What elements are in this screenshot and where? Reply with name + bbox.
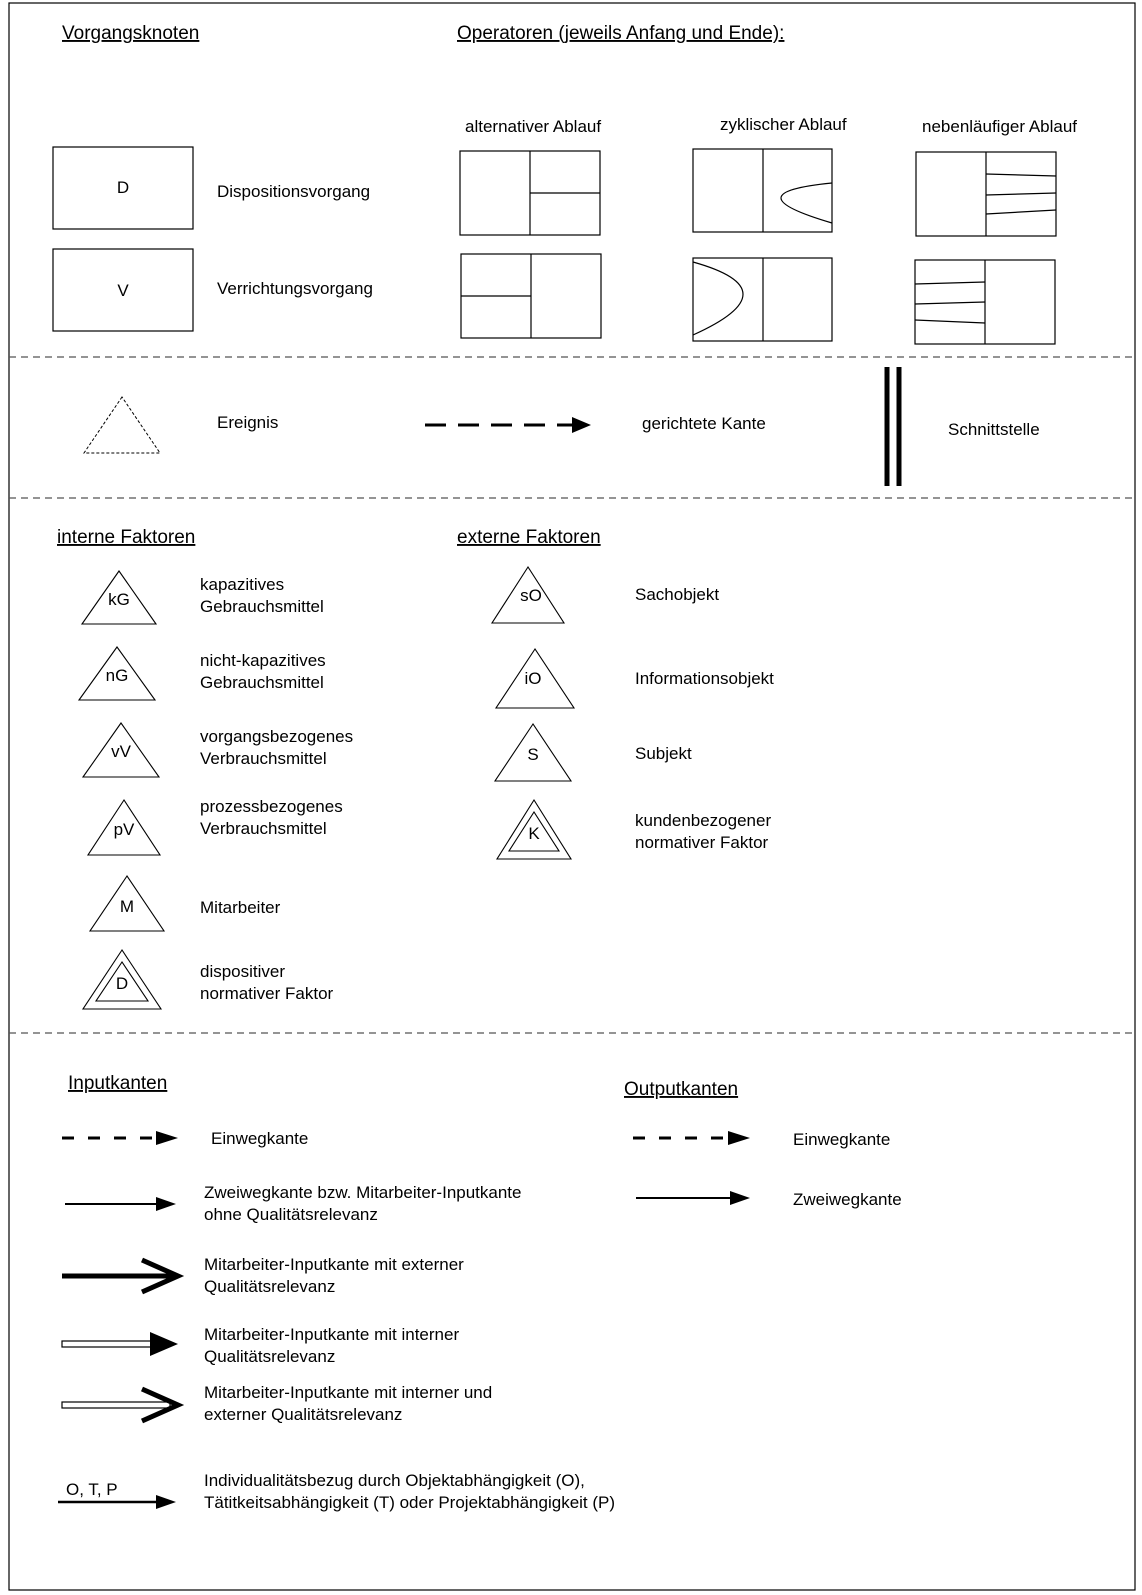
factor-abbr-pv: pV xyxy=(114,820,135,839)
factor-label: dispositiver xyxy=(200,962,285,981)
verrichtungsvorgang-label: Verrichtungsvorgang xyxy=(217,279,373,298)
input-label: Individualitätsbezug durch Objektabhängi… xyxy=(204,1471,585,1490)
input-intern-quality-arrow xyxy=(61,1332,178,1356)
output-zweiwegkante-arrow xyxy=(636,1191,750,1205)
header-vorgangsknoten: Vorgangsknoten xyxy=(62,23,199,44)
operator-alternativ-end xyxy=(460,253,602,339)
factor-label: prozessbezogenes xyxy=(200,797,343,816)
factor-label: Gebrauchsmittel xyxy=(200,597,324,616)
factor-abbr-ng: nG xyxy=(106,666,129,685)
output-einwegkante-arrow xyxy=(633,1131,750,1145)
input-extern-quality-arrow xyxy=(62,1257,185,1295)
factor-label: normativer Faktor xyxy=(635,833,769,852)
factor-triangle xyxy=(490,565,566,624)
operator-label-alternativ: alternativer Ablauf xyxy=(465,117,601,136)
factor-abbr-d: D xyxy=(116,974,128,993)
factor-label: normativer Faktor xyxy=(200,984,334,1003)
factor-abbr-vv: vV xyxy=(111,742,132,761)
operator-alternativ-start xyxy=(459,150,601,236)
operator-nebenlaeufig-end xyxy=(914,259,1056,345)
factor-triangle xyxy=(88,875,166,932)
input-label: ohne Qualitätsrelevanz xyxy=(204,1205,378,1224)
factor-label: vorgangsbezogenes xyxy=(200,727,353,746)
factor-label: Informationsobjekt xyxy=(635,669,774,688)
factor-label: Verbrauchsmittel xyxy=(200,749,327,768)
input-einwegkante-arrow xyxy=(62,1131,178,1145)
outer-frame xyxy=(8,2,1136,1591)
gerichtete-kante-label: gerichtete Kante xyxy=(642,414,766,433)
factor-triangle xyxy=(86,798,162,856)
factor-label: kapazitives xyxy=(200,575,284,594)
factor-triangle xyxy=(493,723,573,782)
input-individualitaet-arrow xyxy=(58,1495,176,1509)
factor-triangle xyxy=(494,648,576,709)
factor-triangle xyxy=(80,570,158,625)
gerichtete-kante-arrowhead xyxy=(572,417,591,433)
input-label: Mitarbeiter-Inputkante mit externer xyxy=(204,1255,464,1274)
operator-zyklisch-end xyxy=(692,257,833,342)
dispositionsvorgang-node xyxy=(52,146,194,230)
input-label: Mitarbeiter-Inputkante mit interner und xyxy=(204,1383,492,1402)
factor-label: Mitarbeiter xyxy=(200,898,281,917)
factor-triangle-double xyxy=(496,798,572,860)
header-inputkanten: Inputkanten xyxy=(68,1073,167,1094)
factor-label: Sachobjekt xyxy=(635,585,719,604)
ereignis-label: Ereignis xyxy=(217,413,278,432)
dispositionsvorgang-letter: D xyxy=(117,178,129,197)
operator-nebenlaeufig-start xyxy=(915,151,1057,237)
input-label: Qualitätsrelevanz xyxy=(204,1277,335,1296)
factor-abbr-s: S xyxy=(527,745,538,764)
factor-label: kundenbezogener xyxy=(635,811,771,830)
header-outputkanten: Outputkanten xyxy=(624,1079,738,1100)
factor-triangle xyxy=(77,646,157,701)
verrichtungsvorgang-letter: V xyxy=(117,281,129,300)
input-zweiwegkante-arrow xyxy=(65,1197,176,1211)
input-label: Einwegkante xyxy=(211,1129,308,1148)
factor-abbr-k: K xyxy=(528,824,540,843)
input-label: Tätitkeitsabhängigkeit (T) oder Projekta… xyxy=(204,1493,615,1512)
factor-abbr-so: sO xyxy=(520,586,542,605)
factor-abbr-m: M xyxy=(120,897,134,916)
otp-arrow-label: O, T, P xyxy=(66,1480,118,1499)
factor-abbr-kg: kG xyxy=(108,590,130,609)
input-label: Zweiwegkante bzw. Mitarbeiter-Inputkante xyxy=(204,1183,522,1202)
factor-triangle-double xyxy=(81,949,163,1010)
header-operatoren: Operatoren (jeweils Anfang und Ende): xyxy=(457,23,784,44)
header-externe-faktoren: externe Faktoren xyxy=(457,527,601,548)
verrichtungsvorgang-node xyxy=(52,248,194,332)
operator-label-nebenlaeufig: nebenläufiger Ablauf xyxy=(922,117,1077,136)
factor-triangle xyxy=(81,722,161,778)
schnittstelle-label: Schnittstelle xyxy=(948,420,1040,439)
input-intern-extern-quality-arrow xyxy=(61,1386,185,1424)
dispositionsvorgang-label: Dispositionsvorgang xyxy=(217,182,370,201)
output-label: Einwegkante xyxy=(793,1130,890,1149)
factor-label: Gebrauchsmittel xyxy=(200,673,324,692)
factor-label: nicht-kapazitives xyxy=(200,651,326,670)
factor-abbr-io: iO xyxy=(525,669,542,688)
factor-label: Subjekt xyxy=(635,744,692,763)
factor-label: Verbrauchsmittel xyxy=(200,819,327,838)
output-label: Zweiwegkante xyxy=(793,1190,902,1209)
input-label: Mitarbeiter-Inputkante mit interner xyxy=(204,1325,459,1344)
ereignis-triangle xyxy=(83,396,161,454)
operator-label-zyklisch: zyklischer Ablauf xyxy=(720,115,847,134)
header-interne-faktoren: interne Faktoren xyxy=(57,527,195,548)
operator-zyklisch-start xyxy=(692,148,833,233)
input-label: externer Qualitätsrelevanz xyxy=(204,1405,402,1424)
input-label: Qualitätsrelevanz xyxy=(204,1347,335,1366)
